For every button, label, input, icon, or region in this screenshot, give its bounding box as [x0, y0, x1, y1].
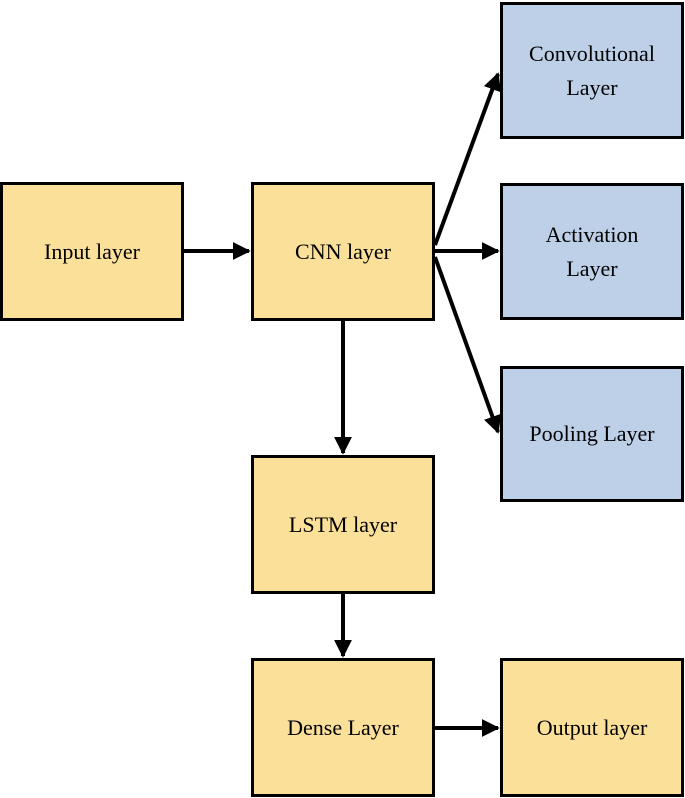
- node-activation-layer: Activation Layer: [500, 183, 684, 320]
- node-dense-layer-label: Dense Layer: [287, 714, 399, 740]
- edge-cnn-to-pooling: [433, 256, 501, 434]
- node-output-layer: Output layer: [500, 658, 684, 797]
- node-activation-layer-label: Activation Layer: [545, 221, 639, 281]
- node-convolutional-layer: Convolutional Layer: [500, 2, 684, 139]
- node-input-layer: Input layer: [0, 182, 184, 321]
- node-output-layer-label: Output layer: [536, 714, 648, 740]
- node-pooling-layer: Pooling Layer: [500, 366, 684, 502]
- edge-cnn-to-convolutional: [433, 72, 501, 246]
- node-dense-layer: Dense Layer: [251, 658, 435, 797]
- node-cnn-layer: CNN layer: [251, 182, 435, 321]
- node-lstm-layer-label: LSTM layer: [288, 511, 398, 537]
- node-input-layer-label: Input layer: [44, 238, 140, 264]
- node-lstm-layer: LSTM layer: [251, 455, 435, 594]
- node-pooling-layer-label: Pooling Layer: [529, 421, 655, 446]
- node-convolutional-layer-label: Convolutional Layer: [529, 40, 655, 100]
- node-cnn-layer-label: CNN layer: [295, 238, 391, 264]
